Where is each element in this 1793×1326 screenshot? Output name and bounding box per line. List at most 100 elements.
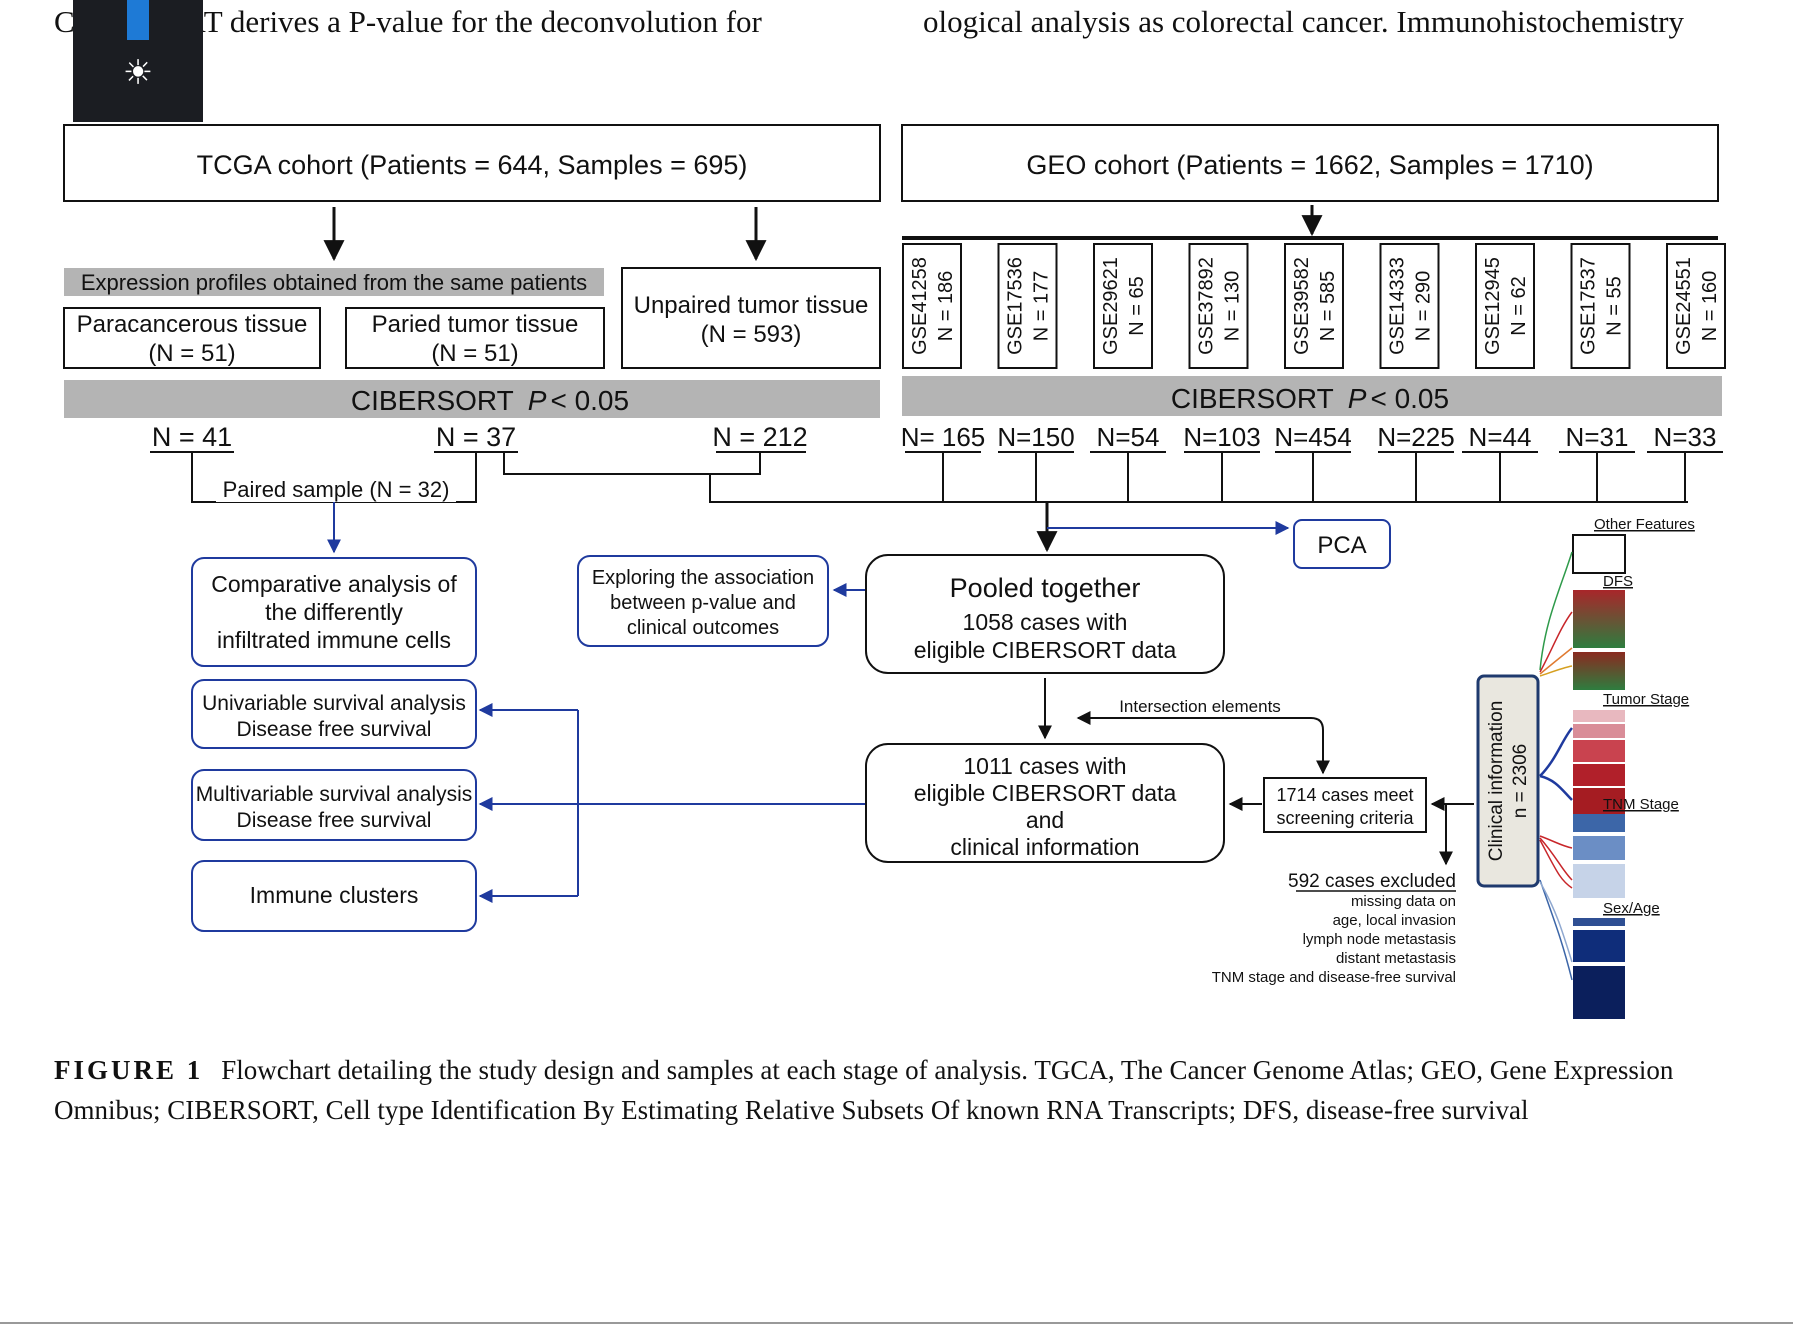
clinical-info-box: [1476, 674, 1540, 888]
geo-dataset-box: [1666, 243, 1726, 369]
immune-clusters-box: [191, 860, 477, 932]
tnm-stage-swatch-2: [1573, 836, 1625, 860]
multivariable-box: [191, 769, 477, 841]
immune-clusters-label: Immune clusters: [250, 882, 419, 908]
univariable-box: [191, 679, 477, 749]
paired-sample-label-bg: [216, 474, 456, 502]
geo-dataset-box: [1284, 243, 1344, 369]
intersection-label: Intersection elements: [1119, 697, 1281, 716]
unpaired-tumor-box: [621, 267, 881, 369]
geo-dataset-id: GSE17536: [1005, 257, 1027, 355]
other-features-swatch: [1572, 534, 1626, 574]
excluded-line-5: TNM stage and disease-free survival: [1212, 969, 1456, 986]
legend-tumor-stage: Tumor Stage: [1603, 691, 1689, 708]
legend-other-features: Other Features: [1594, 516, 1695, 533]
paired-tumor-label: Paried tumor tissue: [372, 311, 579, 338]
sun-icon[interactable]: ☀: [122, 53, 154, 93]
right-column-text: ological analysis as colorectal cancer. …: [923, 4, 1684, 39]
geo-count-label: N=31: [1566, 422, 1629, 452]
geo-dataset-count: N = 130: [1222, 271, 1244, 342]
toolbar-accent: [127, 0, 149, 40]
geo-count-label: N= 165: [901, 422, 986, 452]
paracancerous-box: [63, 307, 321, 369]
comparative-line-3: infiltrated immune cells: [217, 627, 451, 653]
geo-dataset-box: [902, 243, 962, 369]
paracancerous-label: Paracancerous tissue: [77, 311, 308, 338]
clinical-info-label: Clinical information: [1486, 701, 1507, 862]
pca-label: PCA: [1317, 532, 1366, 559]
tnm-stage-swatch-3: [1573, 864, 1625, 898]
geo-drop-lines: [942, 452, 1686, 502]
tnm-stage-swatch-1: [1573, 814, 1625, 832]
geo-dataset-id: GSE14333: [1387, 257, 1409, 355]
geo-dataset-count: N = 160: [1699, 271, 1721, 342]
comparative-box: [191, 557, 477, 667]
figure-label: FIGURE 1: [54, 1055, 204, 1085]
exploring-line-2: between p-value and: [610, 592, 796, 614]
exploring-line-3: clinical outcomes: [627, 617, 779, 639]
geo-cohort-label: GEO cohort (Patients = 1662, Samples = 1…: [1026, 150, 1593, 180]
sex-age-swatch-3: [1573, 966, 1625, 1019]
cases-1714-line-1: 1714 cases meet: [1276, 785, 1413, 805]
expression-header-label: Expression profiles obtained from the sa…: [81, 270, 587, 295]
cases-1011-line-4: clinical information: [950, 834, 1139, 860]
pooled-line-1: 1058 cases with: [963, 609, 1128, 635]
intersection-arrow: [1076, 711, 1330, 775]
excluded-line-1: missing data on: [1351, 893, 1456, 910]
tumor-stage-swatch-4: [1573, 764, 1625, 786]
exploring-line-1: Exploring the association: [592, 567, 814, 589]
cases-1011-line-2: eligible CIBERSORT data: [914, 780, 1177, 806]
clinical-info-count: n = 2306: [1510, 744, 1531, 819]
geo-dataset-id: GSE24551: [1673, 257, 1695, 355]
geo-dataset-count: N = 186: [935, 271, 957, 342]
geo-count-label: N=454: [1274, 422, 1351, 452]
geo-dataset-box: [1570, 243, 1631, 369]
cibersort-band-geo: [902, 376, 1722, 416]
tumor-stage-swatch-3: [1573, 740, 1625, 762]
exploring-box: [577, 555, 829, 647]
unpaired-tumor-count: (N = 593): [701, 321, 802, 348]
cases-1714-box: [1263, 777, 1427, 833]
comparative-line-1: Comparative analysis of: [211, 571, 457, 597]
excluded-title: 592 cases excluded: [1288, 871, 1456, 892]
geo-count-label: N=33: [1654, 422, 1717, 452]
study-flowchart: TCGA cohort (Patients = 644, Samples = 6…: [63, 124, 1726, 1019]
geo-count-label: N=54: [1097, 422, 1160, 452]
pooled-title: Pooled together: [950, 573, 1141, 603]
pca-box: [1293, 519, 1391, 569]
geo-count-label: N=44: [1469, 422, 1532, 452]
geo-count-label: N=150: [997, 422, 1074, 452]
geo-dataset-box: [997, 243, 1058, 369]
tcga-count-paired: N = 37: [436, 422, 516, 452]
cases-1011-line-3: and: [1026, 807, 1064, 833]
geo-dataset-id: GSE39582: [1291, 257, 1313, 355]
cases-1011-line-1: 1011 cases with: [963, 753, 1126, 779]
geo-dataset-count: N = 585: [1317, 271, 1339, 342]
tumor-stage-swatch-2: [1573, 724, 1625, 738]
geo-dataset-box: [1093, 243, 1153, 369]
geo-dataset-box: [1188, 243, 1249, 369]
pooled-box: [865, 554, 1225, 674]
geo-count-label: N=225: [1377, 422, 1454, 452]
tcga-cohort-label: TCGA cohort (Patients = 644, Samples = 6…: [197, 150, 748, 180]
unpaired-tumor-label: Unpaired tumor tissue: [634, 292, 869, 319]
pooled-line-2: eligible CIBERSORT data: [914, 637, 1177, 663]
univariable-line-1: Univariable survival analysis: [202, 692, 466, 715]
paracancerous-count: (N = 51): [148, 340, 235, 367]
expression-header-band: [64, 268, 604, 296]
cibersort-band-tcga: [64, 380, 880, 418]
tcga-count-unpaired: N = 212: [712, 422, 807, 452]
geo-dataset-count: N = 55: [1604, 276, 1626, 335]
excluded-line-4: distant metastasis: [1336, 950, 1456, 967]
excluded-line-3: lymph node metastasis: [1303, 931, 1456, 948]
multivariable-line-2: Disease free survival: [237, 809, 432, 832]
geo-dataset-box: [1475, 243, 1535, 369]
geo-dataset-count: N = 290: [1413, 271, 1435, 342]
multivariable-line-1: Multivariable survival analysis: [196, 783, 473, 806]
figure-caption-text: Flowchart detailing the study design and…: [54, 1055, 1674, 1125]
dfs-swatch-1: [1573, 590, 1625, 648]
